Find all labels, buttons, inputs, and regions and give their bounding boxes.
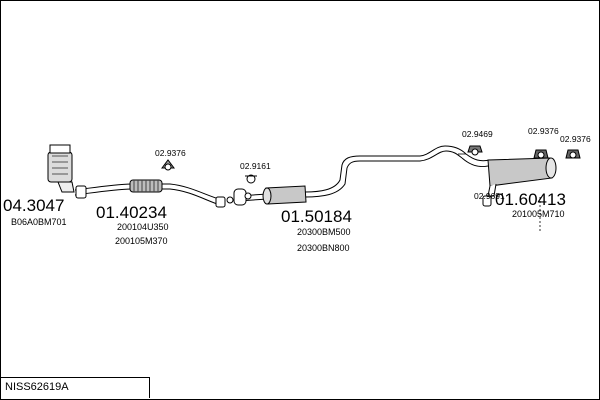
fitting-number: 02.9161 <box>240 161 271 171</box>
rubber-hanger-icon <box>467 145 483 156</box>
part-number: 04.3047 <box>3 196 64 215</box>
fitting-number: 02.9376 <box>560 134 591 144</box>
fitting-number: 02.9376 <box>155 148 186 158</box>
catalytic-converter-icon <box>47 144 87 199</box>
part-code: 200104U350 <box>117 222 169 232</box>
rubber-hanger-icon <box>245 174 257 184</box>
rubber-hanger-icon <box>161 159 175 171</box>
middle-silencer-icon <box>262 185 307 205</box>
flex-pipe-icon <box>129 179 163 193</box>
reference-number: NISS62619A <box>5 381 69 393</box>
part-code: 20300BN800 <box>297 243 350 253</box>
part-code: 200105M370 <box>115 236 168 246</box>
pipe-joints <box>215 188 252 208</box>
part-number: 01.50184 <box>281 207 352 226</box>
fitting-number: 02.9376 <box>528 126 559 136</box>
part-code: 20300BM500 <box>297 227 351 237</box>
part-code: B06A0BM701 <box>11 217 67 227</box>
part-code: 201005M710 <box>512 209 565 219</box>
rear-silencer-icon <box>487 157 557 197</box>
part-number: 01.60413 <box>495 190 566 209</box>
reference-box: NISS62619A <box>1 377 150 398</box>
fitting-number: 02.9691 <box>474 191 505 201</box>
part-number: 01.40234 <box>96 203 167 222</box>
fitting-number: 02.9469 <box>462 129 493 139</box>
rubber-hanger-icon <box>565 149 581 159</box>
rubber-hanger-icon <box>533 149 549 159</box>
clamp-icon <box>482 195 492 207</box>
leader-lines <box>458 153 541 232</box>
